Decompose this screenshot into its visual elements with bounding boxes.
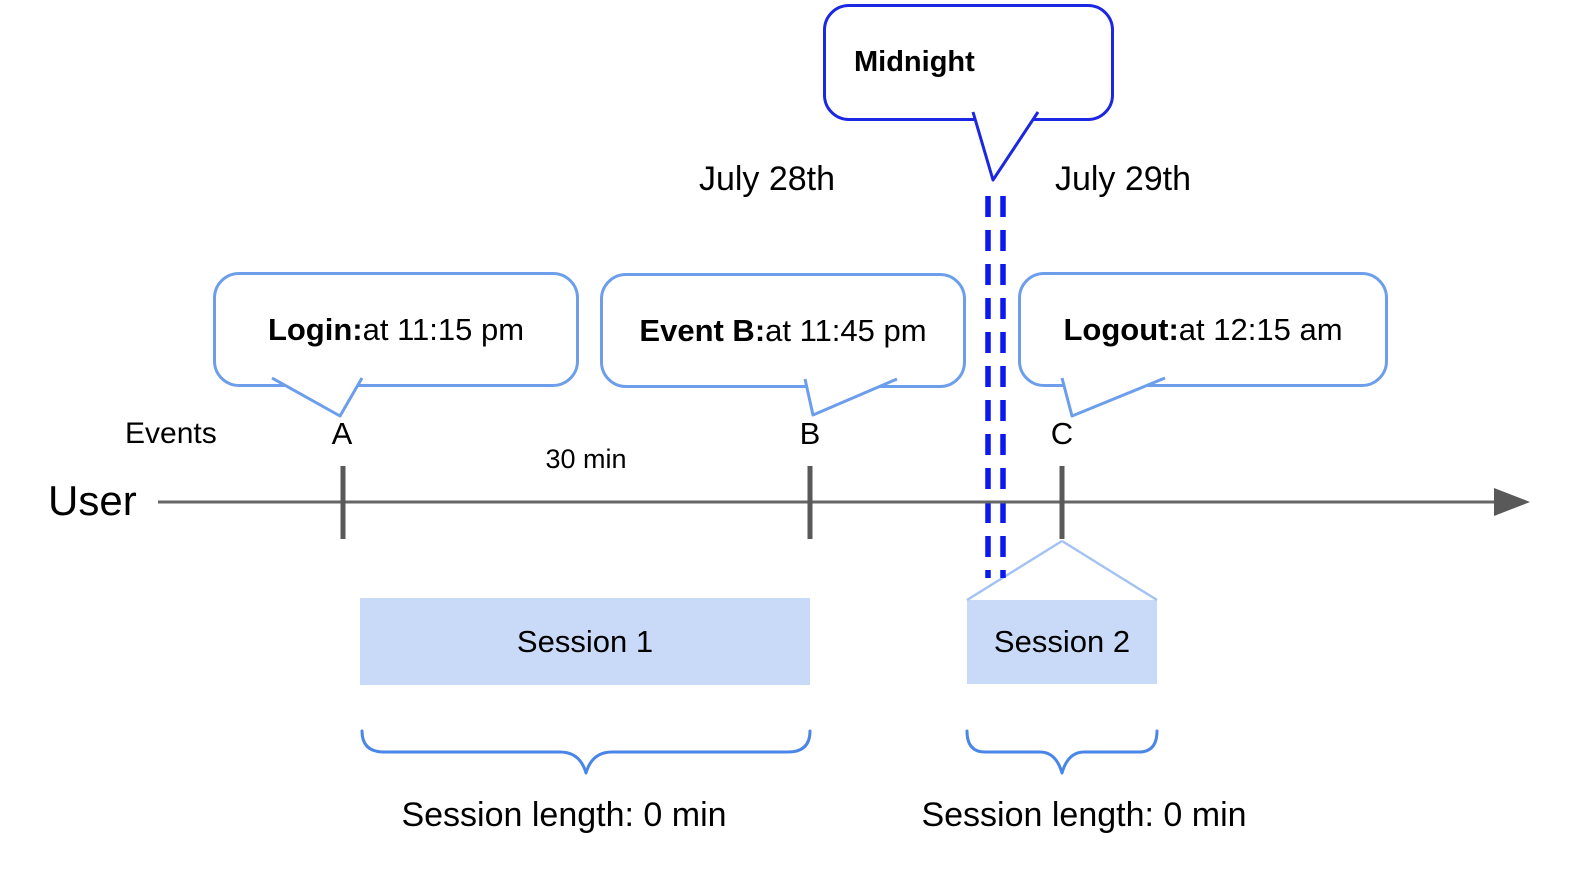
session-1-brace <box>360 729 812 775</box>
session-1-length-label: Session length: 0 min <box>401 796 727 834</box>
interval-label-30min: 30 min <box>545 444 627 474</box>
event-b-callout-time: at 11:45 pm <box>765 312 927 348</box>
logout-callout: Logout: at 12:15 am <box>1018 272 1388 387</box>
login-callout-title: Login: <box>267 311 363 347</box>
user-axis-label: User <box>48 477 137 524</box>
midnight-callout: Midnight <box>823 4 1114 121</box>
logout-callout-time: at 12:15 am <box>1178 311 1343 347</box>
session-2-label: Session 2 <box>993 624 1131 659</box>
event-b-callout-title: Event B: <box>639 312 766 348</box>
date-label-july-29: July 29th <box>1054 160 1192 198</box>
timeline-arrowhead <box>1494 488 1530 516</box>
session-1-box: Session 1 <box>360 598 810 685</box>
session-2-length-label: Session length: 0 min <box>921 796 1247 834</box>
login-callout-time: at 11:15 pm <box>362 311 525 347</box>
midnight-callout-label: Midnight <box>854 46 975 78</box>
event-tick-label-a: A <box>331 416 353 451</box>
event-tick-label-b: B <box>799 416 821 451</box>
logout-callout-title: Logout: <box>1063 311 1179 347</box>
session-2-box: Session 2 <box>967 600 1157 684</box>
event-tick-label-c: C <box>1050 416 1074 451</box>
session-1-label: Session 1 <box>516 623 654 659</box>
event-b-callout: Event B: at 11:45 pm <box>600 273 966 388</box>
login-callout: Login: at 11:15 pm <box>213 272 579 387</box>
events-row-label: Events <box>125 417 217 450</box>
date-label-july-28: July 28th <box>698 160 836 198</box>
session-2-connector-right <box>1061 539 1158 602</box>
session-2-connector-left <box>966 539 1063 602</box>
session-2-brace <box>965 729 1159 775</box>
